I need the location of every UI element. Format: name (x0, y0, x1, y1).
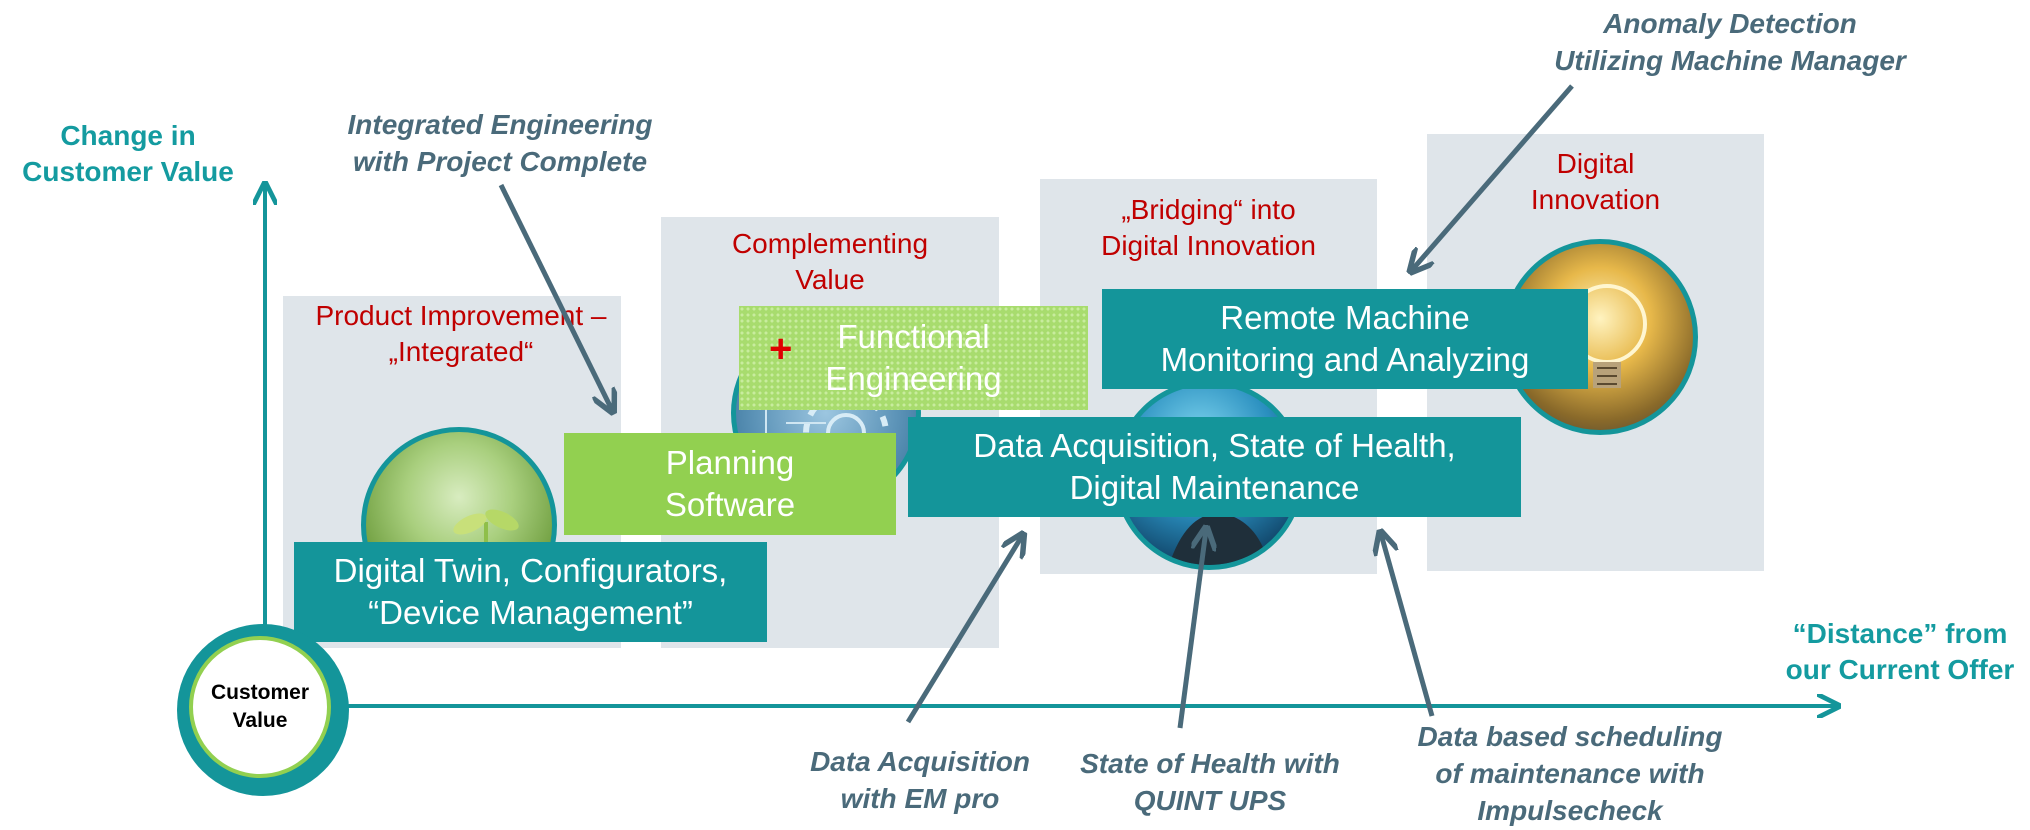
box-line: Software (664, 486, 796, 523)
origin-label: Customer (210, 681, 310, 704)
stage-title-bridging: „Bridging“ into Digital Innovation (1040, 192, 1377, 264)
y-axis-label: Change in Customer Value (0, 118, 256, 190)
remote-monitoring-box: Remote Machine Monitoring and Analyzing (1102, 289, 1588, 389)
stage-title-complementing-value: Complementing Value (661, 226, 999, 298)
box-line: Functional (837, 318, 990, 355)
annotation-line: Anomaly Detection (1603, 8, 1857, 39)
annotation-line: with Project Complete (352, 146, 648, 177)
axis-label-line: “Distance” from (1792, 618, 2008, 649)
stage-title-line: „Bridging“ into (1121, 194, 1296, 225)
arrow-anomaly-detection (1412, 84, 1574, 270)
annotation-data-acquisition-em: Data Acquisition with EM pro (770, 743, 1070, 817)
arrow-integrated-engineering (498, 183, 612, 410)
box-line: “Device Management” (368, 594, 693, 631)
stage-title-line: Value (795, 264, 865, 295)
stage-title-digital-innovation: Digital Innovation (1427, 146, 1764, 218)
stage-title-product-improvement: Product Improvement – „Integrated“ (283, 298, 639, 370)
box-line: Data Acquisition, State of Health, (973, 427, 1456, 464)
arrow-data-scheduling (1381, 534, 1435, 717)
annotation-anomaly-detection: Anomaly Detection Utilizing Machine Mana… (1530, 5, 1930, 79)
plus-icon: + (769, 327, 793, 371)
origin-label: Value (232, 709, 288, 732)
annotation-line: Data Acquisition (810, 746, 1030, 777)
arrow-data-acquisition-em (905, 536, 1022, 724)
customer-value-origin: Customer Value (177, 624, 349, 796)
data-acquisition-box: Data Acquisition, State of Health, Digit… (908, 417, 1521, 517)
stage-title-line: Complementing (731, 228, 929, 259)
planning-software-box: Planning Software (564, 433, 896, 535)
box-line: Digital Twin, Configurators, (333, 552, 728, 589)
functional-engineering-text: + Functional Engineering (739, 316, 1088, 400)
customer-value-inner-circle: Customer Value (189, 636, 331, 778)
annotation-line: QUINT UPS (1133, 785, 1287, 816)
annotation-integrated-engineering: Integrated Engineering with Project Comp… (320, 106, 680, 180)
stage-title-line: Digital Innovation (1101, 230, 1316, 261)
annotation-data-scheduling: Data based scheduling of maintenance wit… (1395, 718, 1745, 829)
annotation-line: of maintenance with (1435, 758, 1705, 789)
axis-label-line: Customer Value (22, 156, 234, 187)
x-axis-label: “Distance” from our Current Offer (1770, 616, 2030, 688)
box-line: Remote Machine (1220, 299, 1470, 336)
box-line: Monitoring and Analyzing (1160, 341, 1530, 378)
stage-title-line: Innovation (1530, 184, 1661, 215)
box-line: Planning (665, 444, 795, 481)
annotation-line: State of Health with (1080, 748, 1340, 779)
annotation-state-of-health: State of Health with QUINT UPS (1060, 745, 1360, 819)
box-line: Digital Maintenance (1069, 469, 1360, 506)
arrow-state-of-health (1177, 530, 1206, 729)
functional-engineering-box: + Functional Engineering (739, 306, 1088, 410)
annotation-line: with EM pro (840, 783, 1000, 814)
axis-label-line: our Current Offer (1785, 654, 2015, 685)
annotation-line: Impulsecheck (1477, 795, 1663, 826)
stage-title-line: „Integrated“ (388, 336, 534, 367)
box-line: Engineering (825, 360, 1002, 397)
annotation-line: Integrated Engineering (347, 109, 653, 140)
stage-title-line: Digital (1556, 148, 1635, 179)
annotation-line: Utilizing Machine Manager (1554, 45, 1906, 76)
digital-twin-box: Digital Twin, Configurators, “Device Man… (294, 542, 767, 642)
annotation-line: Data based scheduling (1417, 721, 1723, 752)
axis-label-line: Change in (60, 120, 196, 151)
